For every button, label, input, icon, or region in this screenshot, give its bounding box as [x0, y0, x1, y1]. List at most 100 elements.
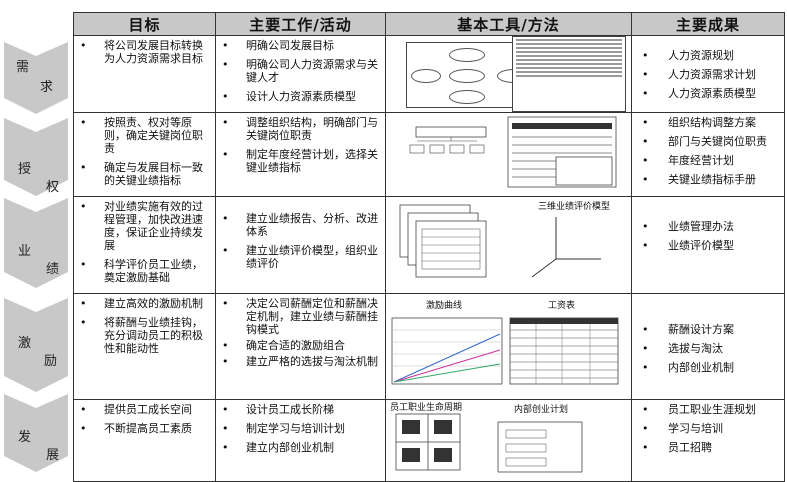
list-item: 部门与关键岗位职责 [636, 135, 780, 148]
list-item: 将公司发展目标转换为人力资源需求目标 [78, 39, 211, 65]
list-item: 内部创业机制 [636, 361, 780, 374]
chevron-shape [4, 298, 68, 392]
list-item: 关键业绩指标手册 [636, 173, 780, 186]
list-item: 建立内部创业机制 [220, 441, 381, 454]
header-goals: 目标 [73, 12, 216, 36]
list-item: 业绩管理办法 [636, 220, 780, 233]
list-item: 建立高效的激励机制 [78, 297, 211, 310]
stage-label-1a: 需 [16, 60, 30, 75]
stage-label-5a: 发 [18, 430, 32, 445]
list-item: 业绩评价模型 [636, 239, 780, 252]
development-tools-thumbnail: 员工职业生命周期 内部创业计划 [387, 401, 631, 481]
goals-cell: 提供员工成长空间 不断提高员工素质 [73, 399, 216, 482]
stage-label-3b: 绩 [46, 262, 60, 277]
stage-chevron-authority: 授 权 [4, 118, 68, 196]
goals-cell: 建立高效的激励机制 将薪酬与业绩挂钩，充分调动员工的积极性和能动性 [73, 293, 216, 400]
list-item: 员工招聘 [636, 441, 780, 454]
table-row: 提供员工成长空间 不断提高员工素质 设计员工成长阶梯 制定学习与培训计划 建立内… [73, 399, 785, 482]
perf-model-title: 三维业绩评价模型 [538, 202, 611, 212]
list-item: 确定合适的激励组合 [220, 339, 381, 352]
chevron-shape [4, 394, 68, 472]
stage-label-5b: 展 [46, 448, 60, 463]
header-tools: 基本工具/方法 [385, 12, 632, 36]
list-item: 组织结构调整方案 [636, 116, 780, 129]
list-item: 制定年度经营计划，选择关键业绩指标 [220, 148, 381, 174]
hr-framework-table: 目标 主要工作/活动 基本工具/方法 主要成果 将公司发展目标转换为人力资源需求… [73, 12, 785, 482]
goals-cell: 将公司发展目标转换为人力资源需求目标 [73, 35, 216, 113]
tools-cell [385, 112, 632, 197]
header-outcomes: 主要成果 [631, 12, 785, 36]
chevron-shape [4, 118, 68, 196]
tools-cell: 三维业绩评价模型 [385, 196, 632, 294]
model-node [411, 69, 441, 83]
list-item: 员工职业生涯规划 [636, 403, 780, 416]
stage-chevron-incentive: 激 励 [4, 298, 68, 392]
tools-cell [385, 35, 632, 113]
list-item: 科学评价员工业绩，奠定激励基础 [78, 258, 211, 284]
org-structure-thumbnail [387, 114, 631, 195]
stage-label-2b: 权 [46, 180, 60, 195]
model-node [449, 48, 485, 62]
tools-cell: 员工职业生命周期 内部创业计划 [385, 399, 632, 482]
outcomes-cell: 薪酬设计方案 选拔与淘汰 内部创业机制 [631, 293, 785, 400]
list-item: 薪酬设计方案 [636, 323, 780, 336]
stage-chevron-demand: 需 求 [4, 42, 68, 114]
table-row: 将公司发展目标转换为人力资源需求目标 明确公司发展目标 明确公司人力资源需求与关… [73, 35, 785, 113]
stage-label-3a: 业 [18, 244, 32, 259]
header-activities: 主要工作/活动 [215, 12, 386, 36]
stage-label-4a: 激 [18, 336, 32, 351]
header-row: 目标 主要工作/活动 基本工具/方法 主要成果 [73, 12, 785, 36]
list-item: 明确公司发展目标 [220, 39, 381, 52]
list-item: 提供员工成长空间 [78, 403, 211, 416]
outcomes-cell: 人力资源规划 人力资源需求计划 人力资源素质模型 [631, 35, 785, 113]
list-item: 按照责、权对等原则，确定关键岗位职责 [78, 116, 211, 155]
list-item: 建立业绩评价模型，组织业绩评价 [220, 244, 381, 270]
outcomes-cell: 员工职业生涯规划 学习与培训 员工招聘 [631, 399, 785, 482]
outcomes-cell: 业绩管理办法 业绩评价模型 [631, 196, 785, 294]
activities-cell: 调整组织结构，明确部门与关键岗位职责 制定年度经营计划，选择关键业绩指标 [215, 112, 386, 197]
performance-tools-thumbnail: 三维业绩评价模型 [387, 198, 631, 293]
chevron-shape [4, 198, 68, 288]
venture-plan-label: 内部创业计划 [514, 405, 569, 415]
list-item: 人力资源规划 [636, 49, 780, 62]
stage-chevron-performance: 业 绩 [4, 198, 68, 288]
activities-cell: 明确公司发展目标 明确公司人力资源需求与关键人才 设计人力资源素质模型 [215, 35, 386, 113]
list-item: 设计员工成长阶梯 [220, 403, 381, 416]
incentive-curve-label: 激励曲线 [426, 301, 463, 311]
model-table-thumbnail [512, 36, 626, 112]
list-item: 调整组织结构，明确部门与关键岗位职责 [220, 116, 381, 142]
list-item: 明确公司人力资源需求与关键人才 [220, 58, 381, 84]
goals-cell: 对业绩实施有效的过程管理，加快改进速度，保证企业持续发展 科学评价员工业绩，奠定… [73, 196, 216, 294]
list-item: 建立严格的选拔与淘汰机制 [220, 355, 381, 368]
outcomes-cell: 组织结构调整方案 部门与关键岗位职责 年度经营计划 关键业绩指标手册 [631, 112, 785, 197]
activities-cell: 设计员工成长阶梯 制定学习与培训计划 建立内部创业机制 [215, 399, 386, 482]
list-item: 年度经营计划 [636, 154, 780, 167]
table-row: 按照责、权对等原则，确定关键岗位职责 确定与发展目标一致的关键业绩指标 调整组织… [73, 112, 785, 197]
salary-table-label: 工资表 [548, 301, 576, 311]
activities-cell: 建立业绩报告、分析、改进体系 建立业绩评价模型，组织业绩评价 [215, 196, 386, 294]
list-item: 人力资源素质模型 [636, 87, 780, 100]
list-item: 不断提高员工素质 [78, 422, 211, 435]
development-sketch [395, 413, 583, 473]
tools-cell: 激励曲线 工资表 [385, 293, 632, 400]
stage-label-2a: 授 [18, 162, 32, 177]
chevron-shape [4, 42, 68, 114]
stage-label-1b: 求 [40, 80, 54, 95]
list-item: 学习与培训 [636, 422, 780, 435]
incentive-curve-sketch [391, 317, 619, 385]
incentive-tools-thumbnail: 激励曲线 工资表 [387, 295, 631, 399]
stage-label-4b: 励 [44, 354, 58, 369]
list-item: 决定公司薪酬定位和薪酬决定机制，建立业绩与薪酬挂钩模式 [220, 297, 381, 336]
list-item: 对业绩实施有效的过程管理，加快改进速度，保证企业持续发展 [78, 200, 211, 252]
table-row: 建立高效的激励机制 将薪酬与业绩挂钩，充分调动员工的积极性和能动性 决定公司薪酬… [73, 293, 785, 400]
org-chart-sketch [409, 116, 617, 188]
list-item: 选拔与淘汰 [636, 342, 780, 355]
list-item: 人力资源需求计划 [636, 68, 780, 81]
model-node [449, 90, 485, 104]
table-row: 对业绩实施有效的过程管理，加快改进速度，保证企业持续发展 科学评价员工业绩，奠定… [73, 196, 785, 294]
list-item: 制定学习与培训计划 [220, 422, 381, 435]
list-item: 确定与发展目标一致的关键业绩指标 [78, 161, 211, 187]
report-stack-sketch [399, 204, 601, 278]
goals-cell: 按照责、权对等原则，确定关键岗位职责 确定与发展目标一致的关键业绩指标 [73, 112, 216, 197]
list-item: 将薪酬与业绩挂钩，充分调动员工的积极性和能动性 [78, 316, 211, 355]
